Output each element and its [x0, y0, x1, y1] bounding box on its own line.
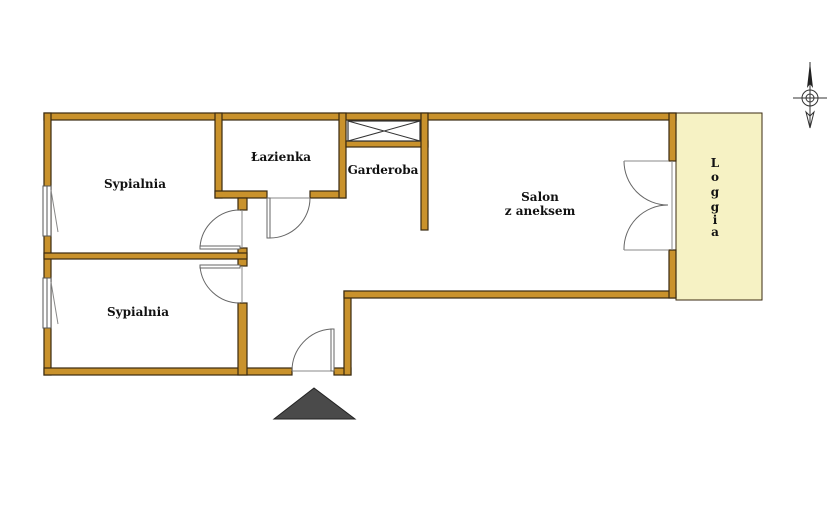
- bedroom-top-door: [199, 209, 243, 250]
- window-bottom-bedroom: [42, 277, 59, 329]
- loggia-area: [675, 112, 763, 301]
- loggia-letter: L: [711, 156, 720, 170]
- label-living-room-line1: Salon: [521, 190, 559, 204]
- label-wardrobe: Garderoba: [348, 163, 419, 177]
- label-bathroom: Łazienka: [251, 150, 311, 164]
- entrance-door: [291, 328, 335, 372]
- outer-walls: [43, 112, 677, 376]
- bedroom-bottom-door: [199, 264, 243, 304]
- entrance-triangle-icon: [272, 387, 357, 420]
- loggia-door: [623, 160, 673, 251]
- window-top-bedroom: [42, 185, 59, 237]
- compass-north-icon: [793, 62, 827, 129]
- loggia-letter: a: [711, 225, 719, 239]
- label-bedroom-top: Sypialnia: [104, 177, 166, 191]
- loggia-letter: g: [711, 185, 720, 199]
- label-living-room-line2: z aneksem: [505, 204, 576, 218]
- loggia-letter: g: [711, 200, 720, 214]
- loggia-letter: i: [713, 213, 718, 227]
- label-bedroom-bottom: Sypialnia: [107, 305, 169, 319]
- label-loggia: L o g g i a: [711, 156, 720, 239]
- wardrobe-cabinet: [347, 120, 421, 142]
- bathroom-door: [266, 197, 311, 239]
- inner-walls: [43, 112, 429, 376]
- loggia-letter: o: [711, 170, 719, 184]
